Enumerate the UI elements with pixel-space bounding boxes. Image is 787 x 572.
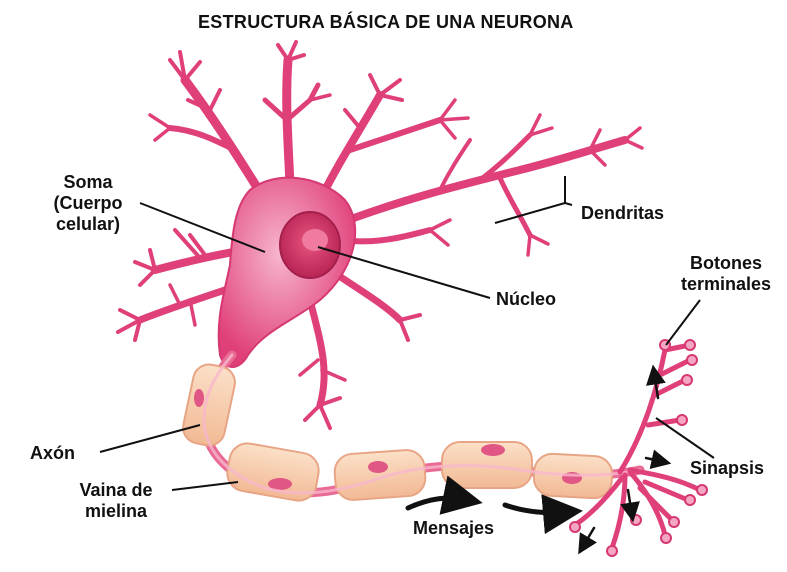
label-dendritas: Dendritas bbox=[581, 203, 664, 224]
soma-body bbox=[219, 178, 356, 367]
terminal-buttons bbox=[570, 340, 707, 556]
label-soma-line1: Soma bbox=[44, 172, 132, 193]
label-soma-line2: (Cuerpo bbox=[44, 193, 132, 214]
label-mensajes: Mensajes bbox=[413, 518, 494, 539]
label-soma: Soma (Cuerpo celular) bbox=[44, 172, 132, 235]
label-botones-line1: Botones bbox=[672, 253, 780, 274]
label-vaina-mielina: Vaina de mielina bbox=[62, 480, 170, 522]
label-vaina-line2: mielina bbox=[62, 501, 170, 522]
label-nucleo: Núcleo bbox=[496, 289, 556, 310]
myelin-sheath bbox=[180, 362, 613, 504]
signal-arrows bbox=[408, 498, 568, 513]
label-vaina-line1: Vaina de bbox=[62, 480, 170, 501]
label-botones-terminales: Botones terminales bbox=[672, 253, 780, 295]
label-botones-line2: terminales bbox=[672, 274, 780, 295]
label-soma-line3: celular) bbox=[44, 214, 132, 235]
diagram-title: ESTRUCTURA BÁSICA DE UNA NEURONA bbox=[198, 12, 574, 33]
label-sinapsis: Sinapsis bbox=[690, 458, 764, 479]
label-axon: Axón bbox=[30, 443, 75, 464]
